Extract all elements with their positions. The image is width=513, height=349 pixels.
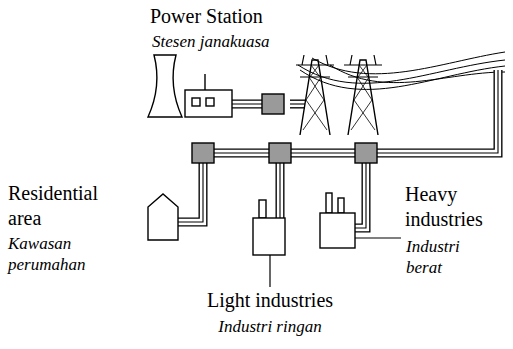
station-label-malay: Stesen janakuasa [152, 31, 352, 52]
heavy-industry-label-malay: Industri berat [406, 236, 486, 279]
consumer-buildings [148, 193, 355, 255]
residential-label: Residential area [8, 181, 126, 231]
station-label: Power Station [150, 4, 350, 29]
substation-boxes [192, 94, 377, 163]
light-industry-label-malay: Industri ringan [165, 316, 375, 337]
power-station [148, 55, 232, 117]
residential-label-malay: Kawasan perumahan [8, 233, 120, 276]
transmission-towers [296, 55, 382, 135]
leader-lines [270, 238, 401, 287]
heavy-industry-label: Heavy industries [405, 182, 511, 232]
light-industry-label: Light industries [165, 288, 375, 313]
transmission-wires [298, 52, 505, 89]
